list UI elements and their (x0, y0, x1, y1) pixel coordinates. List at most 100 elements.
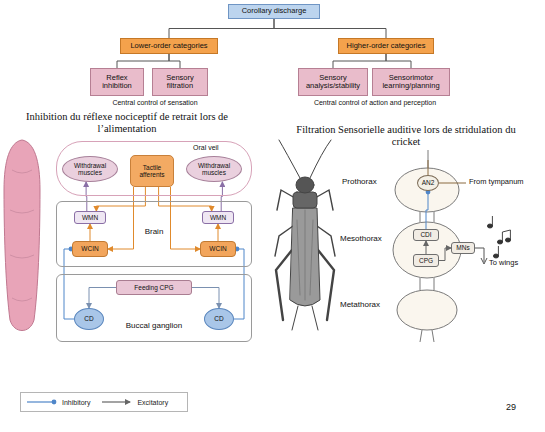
node-label: Reflex inhibition (91, 74, 143, 91)
wing (290, 208, 320, 306)
afferent-box: Tactile afferents (130, 155, 174, 187)
connector (234, 249, 244, 319)
note-stem (492, 216, 493, 226)
tympanal-input (439, 183, 466, 184)
muscle-ellipse: Withdrawal muscles (62, 156, 118, 182)
node-label: Brain (57, 228, 251, 237)
connector (169, 54, 180, 68)
pronotum (293, 192, 317, 208)
oral-veil-region: Oral veilWithdrawal musclesTactile affer… (56, 141, 252, 196)
legend-line (27, 401, 55, 402)
section-title: Filtration Sensorielle auditive lors de … (282, 124, 530, 148)
segment-label: Mesothorax (340, 234, 392, 243)
neuron-box: WMN (74, 211, 106, 224)
neuron-box: CDI (413, 229, 439, 241)
antenna (279, 140, 331, 178)
node-label: Sensorimotor learning/planning (373, 74, 449, 91)
connector (117, 54, 169, 68)
node-label: Sensory filtration (153, 74, 207, 91)
legend-sample (100, 397, 134, 407)
connector (96, 187, 145, 211)
function-box: Sensory analysis/stability (298, 68, 368, 96)
neuron-box: CPG (413, 254, 439, 267)
connector (333, 54, 386, 68)
neuron-box: WCIN (200, 241, 236, 257)
brain-region: Brain WMN WMN WCIN WCIN (56, 201, 252, 267)
connector (426, 191, 428, 229)
segment-label: Metathorax (340, 300, 392, 309)
node-label: Corollary discharge (242, 7, 307, 15)
connector (192, 288, 219, 309)
ganglion-region: Buccal ganglionFeeding CPGCDCD (56, 274, 252, 342)
node-label: Feeding CPG (134, 284, 173, 291)
wire-label: From tympanum (469, 178, 541, 187)
node-label: MNs (456, 244, 469, 251)
connector (439, 248, 451, 261)
note (505, 238, 510, 242)
note (493, 254, 498, 258)
connector (274, 19, 386, 38)
connector (90, 224, 91, 241)
note (487, 224, 492, 228)
connector (159, 187, 212, 211)
wing-vein (297, 210, 313, 300)
node-label: WCIN (81, 245, 98, 252)
connector (64, 249, 74, 319)
node-label: Higher-order categories (347, 42, 426, 50)
note-stem (498, 246, 499, 256)
an2-axon (428, 160, 429, 175)
function-box: Reflex inhibition (90, 68, 144, 96)
wire-label: To wings (489, 259, 541, 268)
connector (221, 182, 222, 211)
root-box: Corollary discharge (228, 4, 320, 19)
neuron-box: WCIN (72, 241, 108, 257)
category-note: Central control of action and perception (292, 99, 458, 107)
neuron-box: WMN (202, 211, 234, 224)
connector (108, 187, 134, 249)
function-box: Sensory filtration (152, 68, 208, 96)
cricket-head (296, 177, 314, 193)
legend-text: Inhibitory (62, 399, 90, 406)
connector (426, 241, 427, 254)
node-label: WMN (210, 214, 226, 221)
connective (420, 212, 434, 222)
section-title: Inhibition du réflexe nociceptif de retr… (4, 111, 250, 135)
page-number: 29 (506, 402, 526, 412)
sea-slug (4, 140, 40, 331)
neuron-box: MNs (451, 242, 475, 254)
note-stem (502, 230, 510, 242)
legend-item: Excitatory (100, 397, 168, 407)
cercus (292, 306, 318, 330)
muscle-ellipse: Withdrawal muscles (186, 156, 242, 182)
music-notes (487, 216, 510, 258)
connective (420, 278, 434, 290)
connective (420, 330, 434, 342)
node-label: CD (214, 315, 223, 322)
node-label: AN2 (422, 179, 435, 186)
category-note: Central control of sensation (88, 99, 222, 107)
legend-text: Excitatory (137, 399, 168, 406)
legend-sample (25, 397, 59, 407)
connector (169, 19, 274, 38)
node-label: CPG (419, 257, 433, 264)
node-label: Tactile afferents (131, 164, 173, 178)
connector (89, 288, 116, 309)
node-label: Sensory analysis/stability (299, 74, 367, 91)
connector (171, 187, 201, 249)
neuron-circle: CD (74, 308, 104, 330)
wing-output (475, 248, 484, 262)
cpg-box: Feeding CPG (116, 280, 192, 295)
node-label: CD (84, 315, 93, 322)
node-label: Withdrawal muscles (63, 162, 117, 176)
connector (386, 54, 411, 68)
neuron-circle: CD (204, 308, 234, 330)
node-label: WCIN (209, 245, 226, 252)
cricket (275, 140, 335, 330)
prothoracic-ganglion (395, 168, 459, 212)
neuron-circle: AN2 (417, 175, 439, 191)
node-label: WMN (82, 214, 98, 221)
legend-line (102, 401, 130, 402)
segment-label: Prothorax (342, 177, 392, 186)
category-box: Higher-order categories (338, 38, 434, 54)
